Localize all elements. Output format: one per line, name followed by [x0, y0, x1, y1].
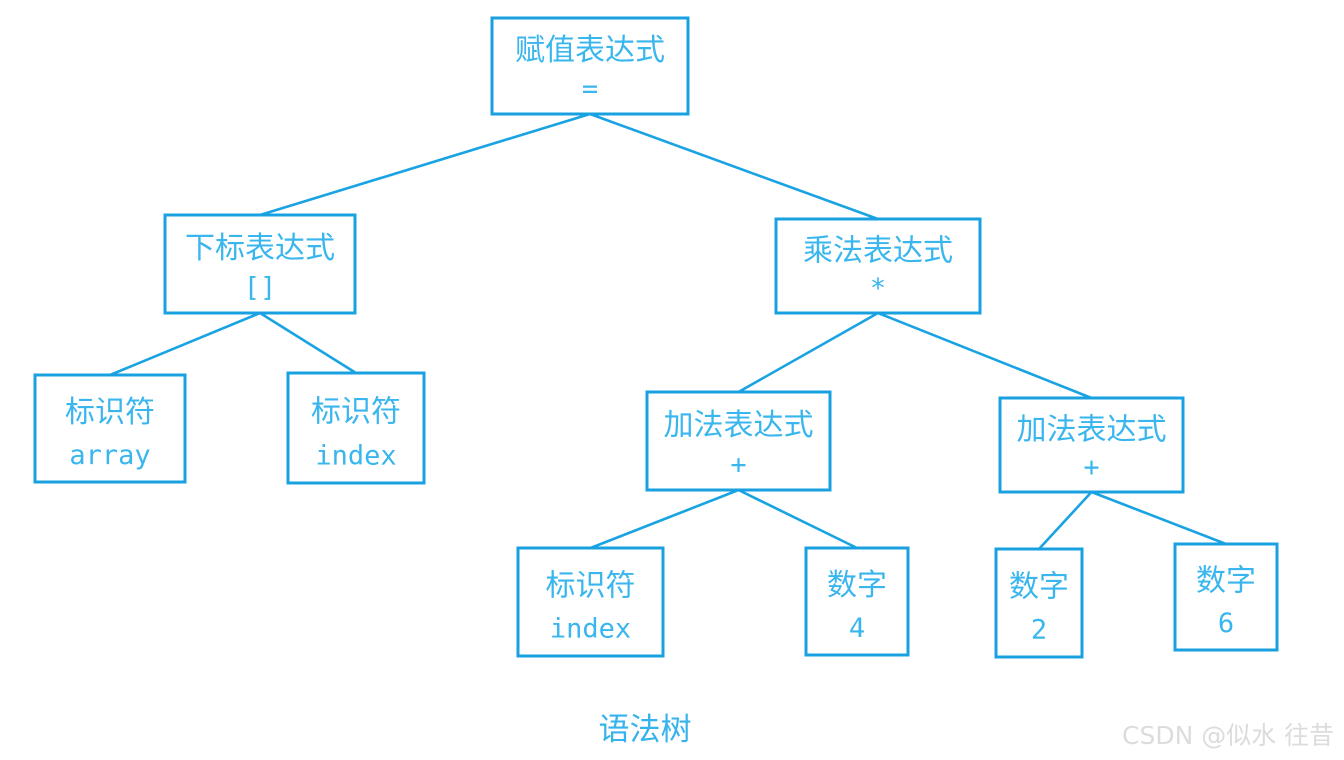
node-title-ident-array: 标识符 [65, 395, 155, 430]
node-sub-ident-index-1: index [315, 440, 396, 471]
node-title-num-4: 数字 [827, 568, 887, 603]
tree-node-add-left[interactable]: 加法表达式 + [645, 390, 832, 492]
tree-edge-multiply-to-add-left [737, 311, 879, 394]
tree-node-ident-index-1[interactable]: 标识符 index [286, 371, 426, 485]
node-title-assign: 赋值表达式 [515, 33, 665, 68]
tree-edge-add-right-to-num-2 [1038, 491, 1093, 550]
tree-node-num-6[interactable]: 数字 6 [1173, 542, 1279, 652]
node-layer: 赋值表达式 = 下标表达式 [] 乘法表达式 * 标识符 array 标识符 index 加法表达式… [33, 16, 1279, 659]
node-sub-multiply: * [870, 273, 886, 304]
node-box-add-right [998, 396, 1185, 494]
node-box-add-left [645, 390, 832, 492]
tree-edge-add-left-to-num-4 [737, 488, 858, 550]
node-title-ident-index-2: 标识符 [546, 569, 636, 604]
node-title-num-6: 数字 [1196, 564, 1256, 599]
node-sub-num-6: 6 [1218, 608, 1234, 639]
node-sub-subscript: [] [244, 272, 277, 303]
node-sub-ident-index-2: index [550, 614, 631, 645]
node-sub-num-2: 2 [1031, 615, 1047, 646]
node-box-assign [490, 16, 690, 116]
tree-node-num-2[interactable]: 数字 2 [994, 547, 1084, 659]
node-box-num-4 [804, 546, 910, 657]
tree-node-num-4[interactable]: 数字 4 [804, 546, 910, 657]
node-box-multiply [774, 217, 982, 315]
node-box-num-6 [1173, 542, 1279, 652]
node-box-num-2 [994, 547, 1084, 659]
edge-layer [109, 112, 1227, 550]
tree-edge-subscript-to-array [109, 311, 261, 377]
tree-node-ident-index-2[interactable]: 标识符 index [516, 546, 665, 658]
node-sub-num-4: 4 [849, 613, 865, 644]
node-box-ident-index-1 [286, 371, 426, 485]
tree-edge-add-left-to-index [590, 488, 739, 550]
node-box-ident-index-2 [516, 546, 665, 658]
diagram-caption: 语法树 [599, 712, 692, 748]
tree-edge-assign-to-subscript [259, 112, 591, 217]
tree-node-assign[interactable]: 赋值表达式 = [490, 16, 690, 116]
node-sub-assign: = [582, 74, 598, 105]
node-sub-add-left: + [730, 449, 746, 480]
tree-node-subscript[interactable]: 下标表达式 [] [163, 213, 357, 315]
tree-node-add-right[interactable]: 加法表达式 + [998, 396, 1185, 494]
tree-edge-multiply-to-add-right [877, 311, 1092, 400]
tree-node-multiply[interactable]: 乘法表达式 * [774, 217, 982, 315]
tree-edge-subscript-to-index [259, 311, 357, 375]
node-title-subscript: 下标表达式 [185, 231, 335, 266]
tree-edge-assign-to-multiply [589, 112, 879, 221]
tree-edge-add-right-to-num-6 [1091, 490, 1227, 546]
node-sub-add-right: + [1083, 452, 1099, 483]
node-box-ident-array [33, 373, 187, 484]
node-sub-ident-array: array [69, 440, 150, 471]
node-title-add-right: 加法表达式 [1017, 412, 1167, 447]
node-title-add-left: 加法表达式 [664, 408, 814, 443]
node-box-subscript [163, 213, 357, 315]
node-title-ident-index-1: 标识符 [311, 394, 401, 429]
node-title-multiply: 乘法表达式 [803, 233, 953, 268]
tree-node-ident-array[interactable]: 标识符 array [33, 373, 187, 484]
watermark-label: CSDN @似水 往昔 [1122, 721, 1334, 750]
node-title-num-2: 数字 [1009, 570, 1069, 605]
